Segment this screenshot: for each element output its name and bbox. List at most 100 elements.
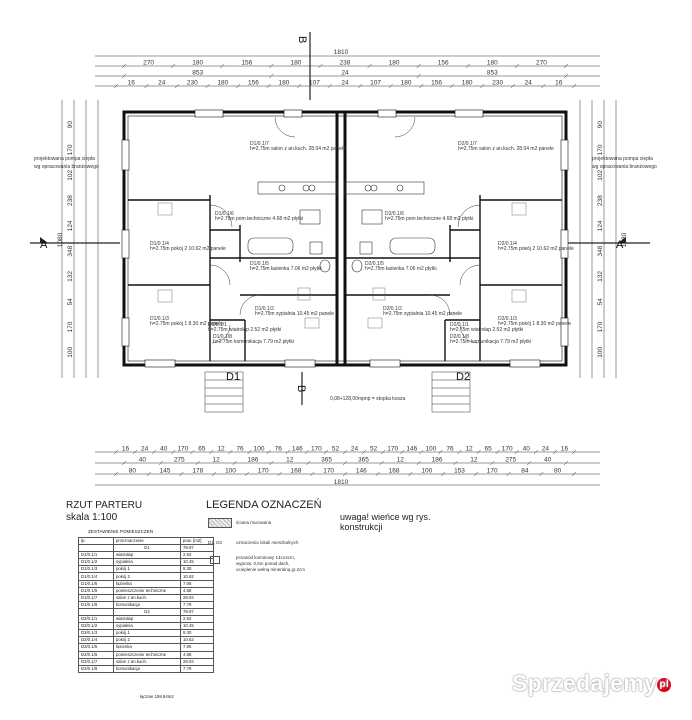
- dimension-tick: [416, 460, 421, 466]
- rooms-cell-area: 4.68: [180, 586, 214, 595]
- rooms-total: łącznie 159,94m2: [140, 694, 174, 699]
- dimension-tick: [277, 471, 282, 477]
- rooms-col-lp: lp.: [78, 536, 114, 546]
- dimension-label: 853: [487, 70, 498, 77]
- dimension-label: 40: [523, 446, 531, 453]
- dimension-label: 156: [241, 60, 252, 67]
- rooms-cell-area: 7.79: [180, 664, 214, 673]
- dimension-label: 40: [544, 457, 552, 464]
- dimension-label: 146: [356, 468, 367, 475]
- rooms-cell-code: D1/0.1/2: [78, 558, 114, 567]
- top-dimension-lines: [95, 55, 600, 87]
- bottom-overall-dimension: 1810: [334, 479, 349, 486]
- rooms-cell-code: D1/0.1/8: [78, 600, 114, 609]
- dimension-label: 180: [290, 60, 301, 67]
- dimension-label: 170: [177, 446, 188, 453]
- top-overall-dimension: 1810: [334, 49, 349, 56]
- section-marker-bottom-label: B: [295, 385, 307, 392]
- dimension-label: 270: [536, 60, 547, 67]
- dimension-tick: [247, 449, 252, 455]
- dimension-tick: [408, 471, 413, 477]
- dimension-label: 132: [597, 271, 604, 282]
- flue-note: 0,08+128,00mpnp = stopka kosza: [330, 396, 406, 402]
- dimension-label: 52: [370, 446, 378, 453]
- dimension-tick: [358, 83, 363, 89]
- dimension-label: 107: [309, 80, 320, 87]
- rooms-cell-purpose: wiatrołap: [113, 551, 181, 560]
- windows: [121, 109, 569, 368]
- dimension-tick: [158, 460, 164, 466]
- rooms-cell-purpose: pomieszczenie techniczne: [113, 650, 181, 659]
- construction-note-line1: uwaga! wieńce wg rys.: [340, 512, 431, 522]
- watermark-badge: pl: [657, 677, 672, 692]
- dimension-label: 153: [454, 468, 465, 475]
- room-description: h=2.75m pokój 1 8.30 m2 panele: [498, 321, 571, 327]
- dimension-label: 52: [332, 446, 340, 453]
- dimension-label: 24: [341, 80, 349, 87]
- bottom-dimension-lines: [95, 451, 600, 486]
- dimension-label: 24: [341, 70, 349, 77]
- dimension-label: 24: [525, 80, 533, 87]
- dimension-label: 156: [438, 60, 449, 67]
- room-code: D2/0.1/8: [450, 334, 469, 340]
- dimension-tick: [563, 73, 569, 79]
- dimension-label: 178: [192, 468, 203, 475]
- dimension-tick: [342, 471, 348, 477]
- construction-note: uwaga! wieńce wg rys. konstrukcji: [340, 512, 431, 532]
- dimension-tick: [297, 83, 302, 89]
- room-description: h=2.75m salon z an.kuch. 28.04 m2 panele: [250, 146, 346, 152]
- rooms-cell-area: 4.68: [180, 650, 214, 659]
- room-code: D2/0.1/6: [385, 211, 404, 217]
- room-description: h=2.75m komunikacja 7.79 m2 płytki: [450, 339, 531, 345]
- legend-item-wall: ściana murowana: [236, 520, 272, 525]
- room-code: D1/0.1/1: [208, 322, 227, 328]
- dimension-label: 90: [597, 121, 604, 129]
- rooms-cell-purpose: pokój 2: [113, 636, 181, 645]
- room-code: D1/0.1/5: [250, 261, 269, 267]
- dimension-label: 16: [122, 446, 130, 453]
- dimension-tick: [510, 83, 516, 89]
- dimension-tick: [327, 83, 332, 89]
- rooms-cell-code: D1/0.1/5: [78, 579, 114, 588]
- heat-pump-note-right-1: projektowana pompa ciepła: [592, 156, 653, 162]
- dimension-label: 76: [275, 446, 283, 453]
- dimension-tick: [379, 460, 385, 466]
- dimension-label: 76: [446, 446, 454, 453]
- room-description: h=2.75m pom.techniczne 4.68 m2 płytki: [385, 216, 473, 222]
- dimension-label: 100: [421, 468, 432, 475]
- dimension-tick: [244, 471, 250, 477]
- rooms-cell-code: D1/0.1/4: [78, 572, 114, 581]
- dimension-tick: [266, 83, 271, 89]
- bathroom-fixtures: [247, 209, 436, 273]
- dimension-tick: [571, 83, 577, 89]
- rooms-cell-area: 10.45: [180, 622, 214, 631]
- dimension-tick: [388, 83, 393, 89]
- legend-item-flue-3: ocieplenie wełną mineralną gr.2cm: [236, 567, 306, 572]
- dimension-label: 146: [406, 446, 417, 453]
- dimension-tick: [318, 63, 323, 69]
- dimension-tick: [380, 449, 386, 455]
- dimension-label: 16: [128, 80, 136, 87]
- rooms-cell-area: 8.30: [180, 565, 214, 574]
- dimension-label: 124: [597, 220, 604, 231]
- rooms-cell-area: 10.62: [180, 572, 214, 581]
- dimension-label: 65: [485, 446, 493, 453]
- dimension-tick: [269, 63, 274, 69]
- dimension-tick: [121, 73, 127, 79]
- rooms-cell-purpose: komunikacja: [113, 664, 181, 673]
- rooms-col-purpose: przeznaczenie: [113, 536, 181, 546]
- rooms-cell-purpose: pokój 1: [113, 629, 181, 638]
- rooms-cell-area: 2.52: [180, 615, 214, 624]
- rooms-cell-area: 10.45: [180, 558, 214, 567]
- dimension-label: 186: [432, 457, 443, 464]
- section-marker-right: A: [565, 237, 650, 251]
- dimension-tick: [305, 460, 311, 466]
- rooms-cell-code: D2/0.1/5: [78, 643, 114, 652]
- dimension-tick: [170, 63, 176, 69]
- rooms-cell-area: 78.97: [180, 544, 214, 553]
- dimension-label: 107: [370, 80, 381, 87]
